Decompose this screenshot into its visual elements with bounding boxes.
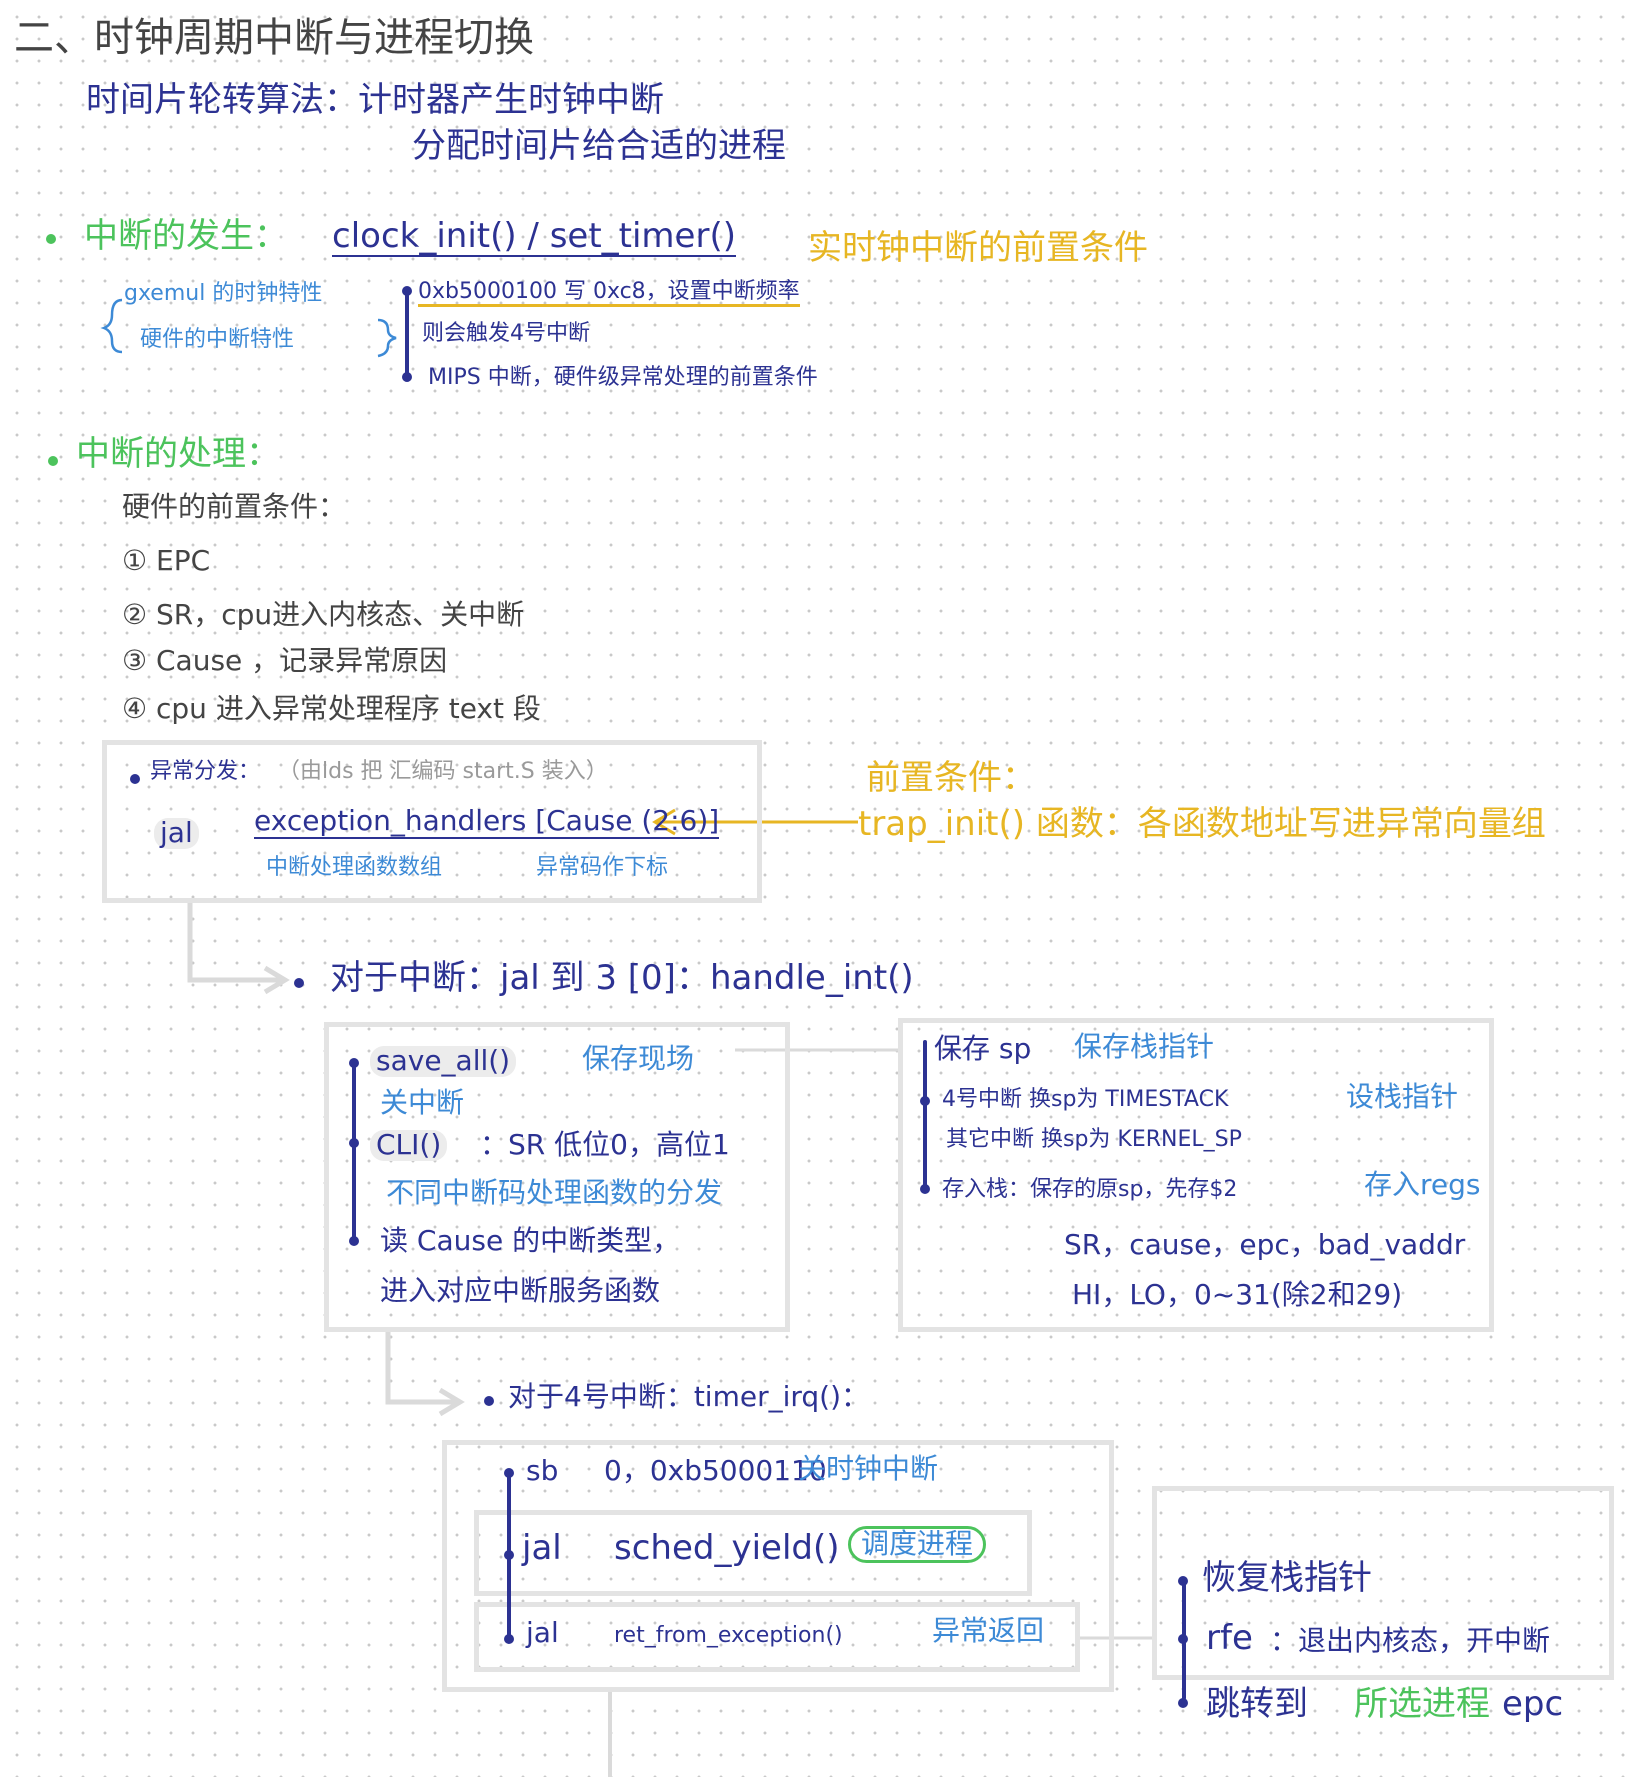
page-title: 二、时钟周期中断与进程切换 [14,15,534,61]
selected-process-label: 所选进程 [1354,1684,1490,1724]
gray-arrow-2 [385,1330,460,1405]
save-sp-line: 保存 sp [934,1032,1032,1065]
exception-code-index-note: 异常码作下标 [536,855,669,880]
dispatch-box [102,740,762,903]
timeline-dot [349,1138,359,1148]
precondition-epc: ① EPC [122,544,211,577]
jal-sched-instruction: jal [522,1528,562,1568]
epc-label: epc [1502,1684,1564,1724]
jump-to-label: 跳转到 [1206,1684,1308,1724]
freq-setting-line: 0xb5000100 写 0xc8，设置中断频率 [418,279,800,308]
sb-args: 0，0xb5000110 [604,1454,827,1487]
interrupt-gen-funcs: clock_init() / set_timer() [332,216,736,258]
timeline-dot [349,1058,359,1068]
rfe-instruction: rfe [1206,1618,1253,1658]
int4-timestack-line: 4号中断 换sp为 TIMESTACK [942,1087,1229,1112]
save-stack-pointer-note: 保存栈指针 [1074,1030,1215,1063]
realtime-clock-note: 实时钟中断的前置条件 [808,228,1148,268]
bullet-dot [48,456,58,466]
stack-pointer-box [898,1018,1494,1332]
enter-service-line: 进入对应中断服务函数 [380,1274,661,1307]
precondition-cause: ③ Cause ，记录异常原因 [122,644,448,677]
exception-handlers-target: exception_handlers [Cause (2:6)] [254,804,720,839]
ret-from-exception-subbox [474,1602,1080,1672]
rfe-desc: ：退出内核态，开中断 [1270,1624,1551,1657]
dispatch-load-note: （由lds 把 汇编码 start.S 装入） [278,759,608,784]
jal-ret-instruction: jal [526,1616,559,1649]
save-timeline [352,1062,356,1240]
algo-line-2: 分配时间片给合适的进程 [412,126,786,166]
timeline-dot [402,286,412,296]
timeline-dot [920,1096,930,1106]
save-all-call: save_all() [370,1045,517,1077]
saved-cp0-regs-line: SR，cause，epc，bad_vaddr [1064,1228,1466,1261]
sched-yield-subbox [474,1510,1032,1596]
sb-instruction: sb [526,1454,559,1487]
timeline-dot [349,1236,359,1246]
handler-array-note: 中断处理函数数组 [266,855,443,880]
dispatch-by-code-note: 不同中断码处理函数的分发 [386,1176,723,1209]
gxemul-clock-feature: gxemul 的时钟特性 [124,281,323,306]
jal-instruction: jal [154,817,199,849]
bullet-dot [484,1396,494,1406]
gray-arrow-2-head [438,1387,465,1417]
gray-arrow-1-head [263,965,290,995]
store-regs-note: 存入regs [1364,1168,1481,1201]
brace-right [377,318,397,358]
read-cause-line: 读 Cause 的中断类型， [380,1224,681,1257]
algo-line-1: 时间片轮转算法：计时器产生时钟中断 [86,80,664,120]
ret-from-exception-call: ret_from_exception() [614,1623,843,1648]
restore-box [1152,1486,1614,1680]
precondition-text-seg: ④ cpu 进入异常处理程序 text 段 [122,692,541,725]
other-int-kernel-sp-line: 其它中断 换sp为 KERNEL_SP [946,1127,1242,1152]
timeline-dot [1178,1576,1188,1586]
timeline-dot [504,1550,514,1560]
timeline-dot [1178,1698,1188,1708]
disable-clock-int-note: 关时钟中断 [798,1452,939,1485]
sched-yield-call: sched_yield() [614,1528,840,1568]
timeline-dot [1178,1634,1188,1644]
brace-left [100,298,123,354]
precondition-sr: ② SR，cpu进入内核态、关中断 [122,598,525,631]
trigger-int4-line: 则会触发4号中断 [422,321,590,346]
timeline-dot [402,372,412,382]
timer-irq-line: 对于4号中断：timer_irq()： [508,1380,870,1413]
mips-interrupt-line: MIPS 中断，硬件级异常处理的前置条件 [428,365,818,390]
trap-precondition-title: 前置条件： [866,758,1036,798]
gen-timeline [405,288,409,380]
dispatch-label: 异常分发： [150,759,261,784]
handle-int-line: 对于中断：jal 到 3 [0]：handle_int() [330,958,914,998]
gray-arrow-1 [187,898,285,983]
timeline-dot [504,1468,514,1478]
hw-preconditions-title: 硬件的前置条件： [122,490,347,523]
push-stack-line: 存入栈：保存的原sp，先存$2 [942,1177,1238,1202]
restore-sp-line: 恢复栈指针 [1202,1558,1372,1598]
trap-arrow-head [652,808,676,836]
interrupt-handle-heading: 中断的处理： [76,434,280,474]
exception-return-note: 异常返回 [932,1614,1045,1647]
cli-call: CLI() [370,1129,448,1161]
bullet-dot [46,234,56,244]
interrupt-gen-heading: 中断的发生： [84,216,288,256]
cli-desc: ：SR 低位0，高位1 [480,1128,730,1161]
bullet-dot [130,774,140,784]
saved-gp-regs-line: HI，LO，0~31(除2和29) [1072,1278,1403,1311]
save-all-box [324,1022,790,1332]
disable-interrupt-note: 关中断 [380,1086,465,1119]
timeline-dot [920,1184,930,1194]
timeline-dot [504,1634,514,1644]
set-stack-pointer-note: 设栈指针 [1346,1080,1459,1113]
trap-init-note: trap_init() 函数：各函数地址写进异常向量组 [858,804,1546,844]
schedule-process-note: 调度进程 [848,1526,987,1563]
sp-timeline [923,1040,927,1190]
bullet-dot [294,978,304,988]
timer-irq-box [442,1440,1114,1692]
hardware-interrupt-feature: 硬件的中断特性 [140,327,295,352]
save-context-note: 保存现场 [582,1042,695,1075]
